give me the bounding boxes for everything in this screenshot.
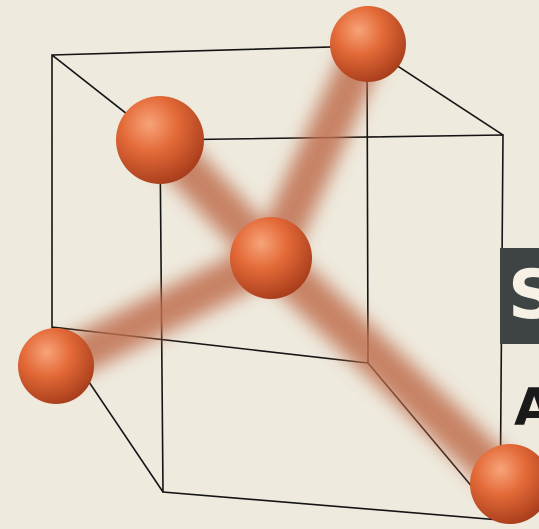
cropped-box-glyph: S <box>508 256 539 336</box>
central-atom <box>230 217 312 299</box>
cropped-caption-glyph: A <box>514 378 539 438</box>
cropped-label-box: S <box>500 248 539 344</box>
corner-atom-left <box>18 328 94 404</box>
corner-atom-top-right <box>330 6 406 82</box>
corner-atom-upper-left <box>116 96 204 184</box>
